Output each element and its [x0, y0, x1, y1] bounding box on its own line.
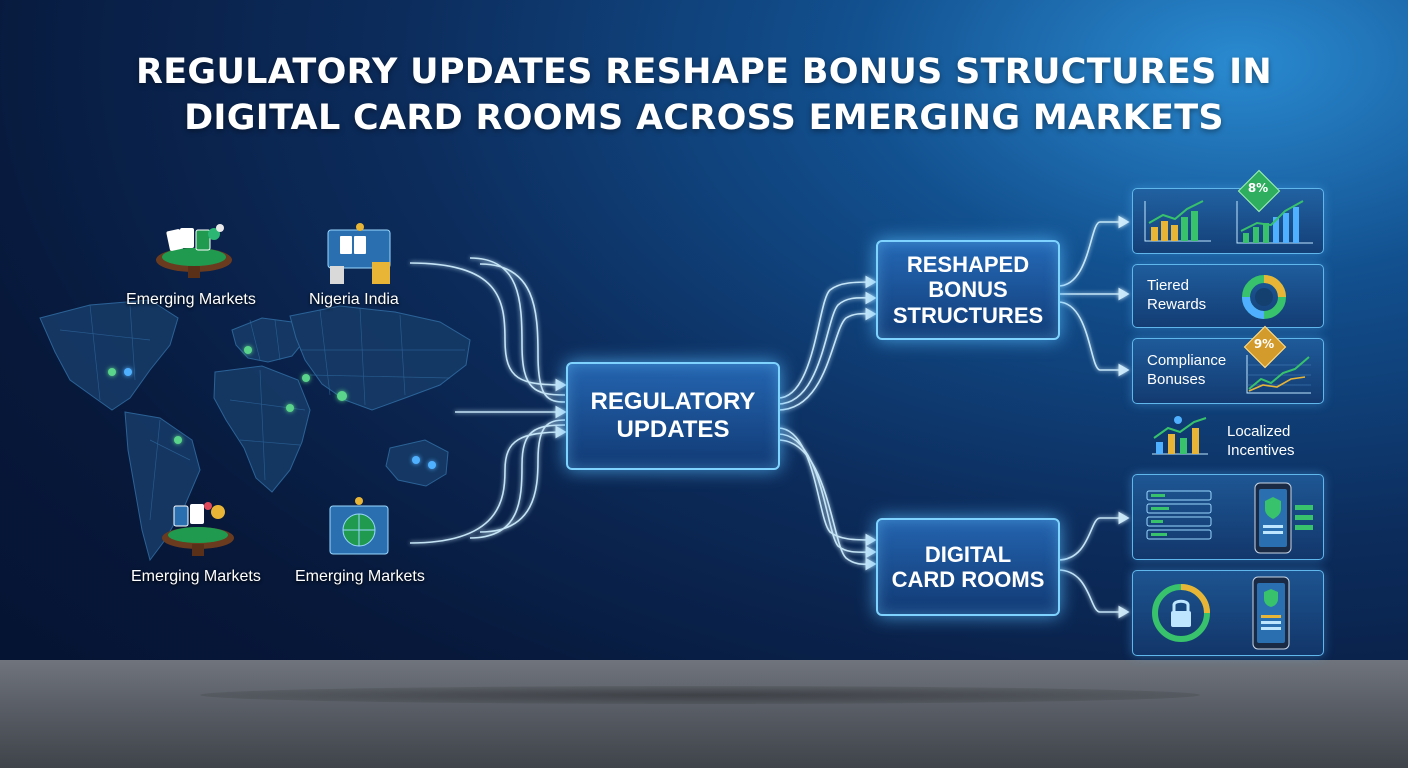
casino-table-icon — [162, 502, 234, 556]
card-rooms-line-2: CARD ROOMS — [891, 567, 1045, 592]
tiered-rewards-card: Tiered Rewards — [1132, 264, 1324, 328]
map-pin-9 — [428, 461, 436, 469]
map-pin-5 — [302, 374, 310, 382]
poker-table-icon — [156, 224, 232, 278]
regulatory-updates-line-2: UPDATES — [616, 416, 730, 443]
security-card — [1132, 570, 1324, 656]
floor — [0, 660, 1408, 768]
percent-diamond-badge: 8% — [1237, 169, 1281, 213]
compliance-bonuses-label: Compliance Bonuses — [1147, 352, 1226, 390]
compliance-badge-text: 9% — [1253, 337, 1275, 351]
tiered-rewards-line-1: Tiered — [1147, 277, 1189, 294]
online-poker-monitor-icon — [327, 223, 391, 284]
localized-incentives-line-1: Localized — [1227, 423, 1291, 440]
dashboard-list-icon — [1146, 490, 1212, 540]
floor-shadow — [200, 686, 1200, 704]
map-pin-4 — [244, 346, 252, 354]
bonus-node-line-3: STRUCTURES — [892, 302, 1044, 328]
globe-monitor-icon — [329, 497, 389, 555]
map-north-america — [39, 299, 179, 411]
bonus-node-line-1: RESHAPED — [906, 252, 1030, 278]
map-pin-6 — [286, 404, 294, 412]
map-pin-2 — [124, 368, 132, 376]
compliance-bonuses-line-2: Bonuses — [1147, 370, 1206, 388]
percent-badge-text: 8% — [1247, 181, 1269, 195]
mobile-app-icon — [1252, 576, 1290, 650]
localized-incentives-label: Localized Incentives — [1227, 423, 1295, 461]
map-pin-8 — [412, 456, 420, 464]
bar-chart-icon — [1144, 200, 1211, 242]
reshaped-bonus-structures-node: RESHAPED BONUS STRUCTURES — [876, 240, 1060, 340]
mobile-shield-icon — [1254, 482, 1313, 554]
localized-chart-icon — [1152, 416, 1208, 455]
platform-dashboard-card — [1132, 474, 1324, 560]
bonus-node-line-2: BONUS — [928, 277, 1008, 303]
map-africa — [213, 365, 311, 493]
title-line-2: DIGITAL CARD ROOMS ACROSS EMERGING MARKE… — [184, 98, 1224, 138]
title-line-1: REGULATORY UPDATES RESHAPE BONUS STRUCTU… — [135, 52, 1273, 92]
market-label-top-right: Nigeria India — [309, 291, 399, 308]
tiered-rewards-line-2: Rewards — [1147, 295, 1207, 313]
map-asia — [289, 305, 471, 411]
donut-chart-icon — [1242, 275, 1286, 319]
market-label-top-left: Emerging Markets — [126, 291, 256, 308]
card-rooms-line-1: DIGITAL — [924, 541, 1012, 567]
regulatory-updates-line-1: REGULATORY — [590, 388, 756, 416]
line-chart-icon — [1246, 355, 1311, 394]
padlock-icon — [1152, 584, 1210, 642]
regulatory-updates-node: REGULATORY UPDATES — [566, 362, 780, 470]
compliance-bonuses-card: Compliance Bonuses — [1132, 338, 1324, 404]
compliance-diamond-badge: 9% — [1243, 325, 1287, 369]
map-pin-1 — [108, 368, 116, 376]
localized-incentives-line-2: Incentives — [1227, 441, 1295, 459]
compliance-bonuses-line-1: Compliance — [1147, 352, 1227, 369]
tiered-rewards-label: Tiered Rewards — [1147, 277, 1206, 315]
trend-chart-icon — [1236, 200, 1313, 244]
market-label-bottom-right: Emerging Markets — [295, 568, 425, 585]
map-pin-3 — [174, 436, 182, 444]
market-label-bottom-left: Emerging Markets — [131, 568, 261, 585]
growth-charts-card — [1132, 188, 1324, 254]
digital-card-rooms-node: DIGITAL CARD ROOMS — [876, 518, 1060, 616]
map-pin-7 — [337, 391, 347, 401]
